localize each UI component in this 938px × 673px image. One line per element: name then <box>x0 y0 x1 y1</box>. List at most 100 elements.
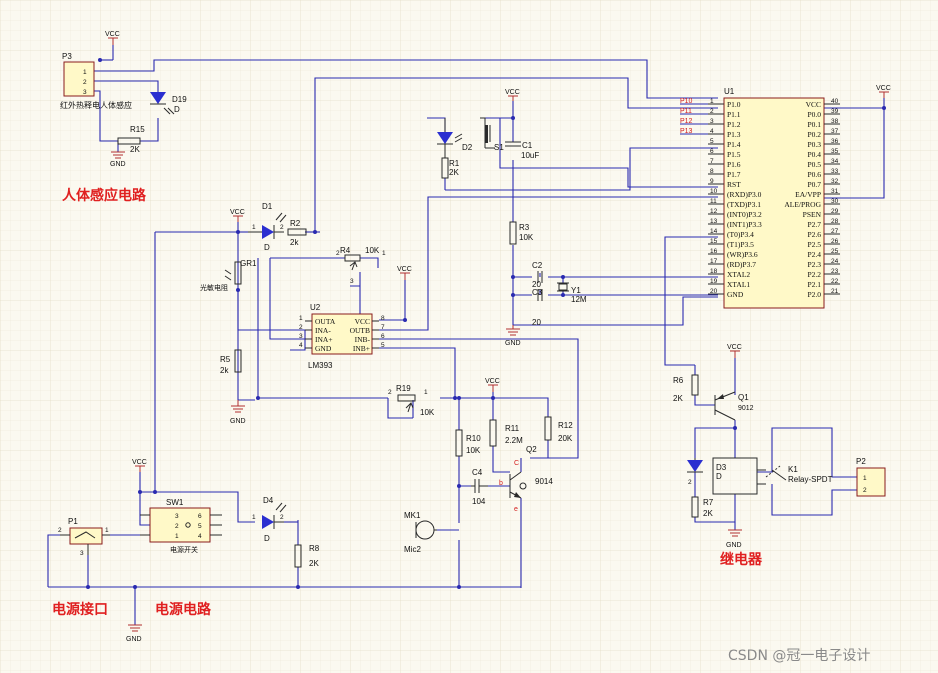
svg-text:R4: R4 <box>340 246 351 255</box>
svg-text:2: 2 <box>863 487 867 494</box>
svg-text:光敏电阻: 光敏电阻 <box>200 283 228 292</box>
r8-resistor: R8 2K <box>294 544 320 568</box>
y1-crystal: Y1 12M <box>557 282 587 304</box>
r6-resistor: R6 2K <box>673 374 699 403</box>
svg-text:D1: D1 <box>262 202 273 211</box>
svg-text:GND: GND <box>505 340 521 347</box>
svg-text:Relay-SPDT: Relay-SPDT <box>788 475 833 484</box>
c3-capacitor: C3 20 <box>532 288 543 327</box>
svg-text:1: 1 <box>252 514 256 521</box>
mcu-pin-num: 3 <box>710 118 714 125</box>
svg-text:D2: D2 <box>462 143 473 152</box>
mcu-pin-num: 36 <box>831 138 839 145</box>
mcu-pin-right: P0.1 <box>807 120 821 129</box>
mcu-pin-left: (WR)P3.6 <box>727 250 758 259</box>
mcu-pin-num: 1 <box>710 98 714 105</box>
svg-text:R6: R6 <box>673 376 684 385</box>
svg-text:MK1: MK1 <box>404 511 421 520</box>
svg-text:2k: 2k <box>290 238 299 247</box>
mcu-pin-left: (TXD)P3.1 <box>727 200 761 209</box>
mcu-pin-num: 35 <box>831 148 839 155</box>
q2-transistor: Q2 9014 C b e <box>499 445 553 513</box>
net-label: P10 <box>680 98 693 105</box>
mcu-pin-num: 25 <box>831 248 839 255</box>
svg-text:3: 3 <box>80 550 84 557</box>
mcu-pin-right: P0.4 <box>807 150 821 159</box>
svg-text:U2: U2 <box>310 303 321 312</box>
svg-text:2: 2 <box>280 514 284 521</box>
mcu-pin-num: 27 <box>831 228 839 235</box>
mcu-pin-left: P1.2 <box>727 120 741 129</box>
svg-text:R5: R5 <box>220 355 231 364</box>
svg-text:C2: C2 <box>532 261 543 270</box>
mcu-pin-num: 10 <box>710 188 718 195</box>
svg-text:D3: D3 <box>716 463 727 472</box>
lm393-pin-num: 3 <box>299 333 303 340</box>
svg-text:VCC: VCC <box>397 266 412 273</box>
svg-text:20: 20 <box>532 280 541 289</box>
svg-text:VCC: VCC <box>876 85 891 92</box>
mcu-pin-right: P2.2 <box>807 270 821 279</box>
svg-text:C: C <box>514 460 519 467</box>
mcu-pin-num: 18 <box>710 268 718 275</box>
mcu-pin-right: P2.7 <box>807 220 821 229</box>
mcu-89c51: U1 P1.01P1.12P1.23P1.34P1.45P1.56P1.67P1… <box>708 87 840 309</box>
svg-text:2: 2 <box>58 527 62 534</box>
s1-button: S1 <box>480 117 504 152</box>
mcu-pin-left: RST <box>727 180 741 189</box>
svg-text:R12: R12 <box>558 421 573 430</box>
svg-text:10uF: 10uF <box>521 151 539 160</box>
d3-led: 2 <box>687 458 703 486</box>
d19-diode: D19 D <box>150 92 187 115</box>
svg-text:VCC: VCC <box>105 31 120 38</box>
svg-text:1: 1 <box>105 527 109 534</box>
mcu-pin-left: (RXD)P3.0 <box>727 190 762 199</box>
mcu-pin-num: 9 <box>710 178 714 185</box>
svg-text:6: 6 <box>198 513 202 520</box>
mcu-pin-num: 11 <box>710 198 717 205</box>
svg-text:5: 5 <box>198 523 202 530</box>
svg-text:GND: GND <box>126 636 142 643</box>
p2-connector: P2 1 2 <box>856 457 886 497</box>
mcu-pin-left: (T1)P3.5 <box>727 240 754 249</box>
title-human-sensor: 人体感应电路 <box>62 187 147 204</box>
svg-text:P3: P3 <box>62 52 72 61</box>
svg-text:Q2: Q2 <box>526 445 537 454</box>
mcu-pin-left: P1.1 <box>727 110 741 119</box>
svg-text:2: 2 <box>388 389 392 396</box>
mcu-pin-num: 16 <box>710 248 718 255</box>
mcu-pin-right: P2.3 <box>807 260 821 269</box>
svg-text:2.2M: 2.2M <box>505 436 523 445</box>
svg-text:1: 1 <box>252 224 256 231</box>
mcu-pin-num: 24 <box>831 258 839 265</box>
mcu-pin-left: XTAL1 <box>727 280 750 289</box>
svg-text:Q1: Q1 <box>738 393 749 402</box>
svg-text:10K: 10K <box>466 446 481 455</box>
mcu-pin-left: (T0)P3.4 <box>727 230 754 239</box>
mcu-pin-num: 40 <box>831 98 839 105</box>
lm393-pin-num: 8 <box>381 315 385 322</box>
p1-power-jack: P1 2 1 3 <box>58 517 110 557</box>
lm393-pin-num: 7 <box>381 324 385 331</box>
svg-text:K1: K1 <box>788 465 798 474</box>
lm393-pin-right: INB- <box>355 335 371 344</box>
svg-text:10K: 10K <box>365 246 380 255</box>
svg-text:2k: 2k <box>220 366 229 375</box>
mcu-pin-left: P1.3 <box>727 130 741 139</box>
mcu-pin-right: P2.1 <box>807 280 821 289</box>
mcu-pin-num: 21 <box>831 288 839 295</box>
mcu-pin-num: 15 <box>710 238 718 245</box>
svg-text:R3: R3 <box>519 223 530 232</box>
svg-text:2: 2 <box>688 479 692 486</box>
mcu-pin-num: 17 <box>710 258 718 265</box>
svg-text:R11: R11 <box>505 424 520 433</box>
mcu-pin-right: P2.4 <box>807 250 821 259</box>
watermark: CSDN @冠一电子设计 <box>728 648 870 664</box>
svg-text:P1: P1 <box>68 517 78 526</box>
lm393-pin-num: 2 <box>299 324 303 331</box>
